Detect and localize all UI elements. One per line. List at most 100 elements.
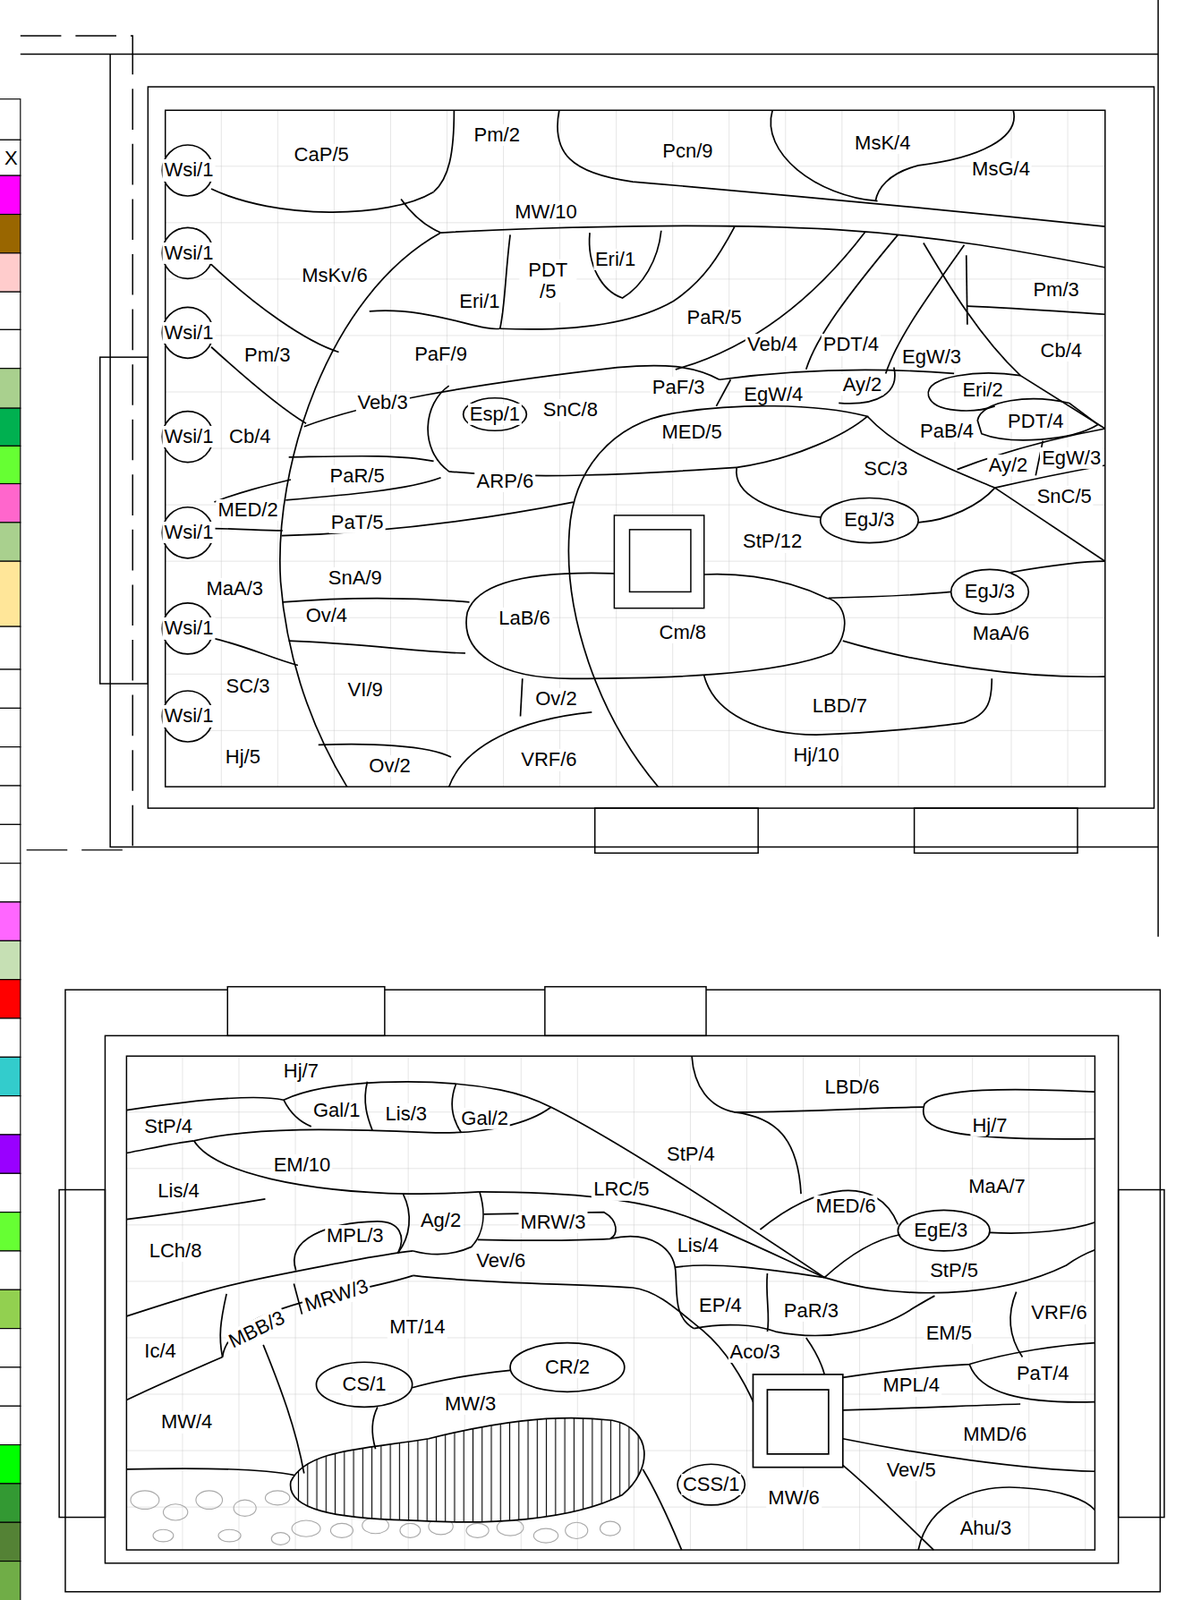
region-label: MaA/6	[971, 622, 1032, 645]
region-label: EM/10	[272, 1154, 333, 1176]
region-outline	[365, 1081, 373, 1132]
region-outline	[704, 675, 993, 735]
region-outline	[759, 1190, 898, 1230]
region-label: PaR/5	[327, 465, 386, 487]
region-outline	[294, 1221, 402, 1271]
region-label: PaR/3	[782, 1300, 841, 1322]
colour-table	[0, 1251, 21, 1290]
colour-table	[0, 1096, 21, 1135]
colour-table	[0, 863, 21, 903]
region-outline	[806, 1337, 826, 1375]
region-label: EgJ/3	[962, 580, 1017, 603]
region-label: CSS/1	[681, 1473, 742, 1496]
region-label: SC/3	[861, 458, 910, 480]
region-label: Eri/1	[593, 248, 638, 271]
region-outline	[126, 1141, 194, 1154]
region-outline	[222, 1275, 414, 1357]
region-outline	[372, 1406, 378, 1449]
colour-table	[0, 175, 21, 214]
region-outline	[719, 370, 954, 381]
region-outline	[291, 1520, 321, 1537]
region-label: Hj/5	[223, 746, 263, 768]
region-outline	[843, 640, 1106, 677]
region-label: Ov/4	[304, 604, 350, 626]
colour-table	[0, 1134, 21, 1174]
colour-table	[0, 484, 21, 523]
region-outline	[161, 110, 1106, 787]
region-label: Pm/2	[472, 123, 522, 145]
region-label: MsK/4	[852, 132, 912, 154]
colour-table	[0, 1522, 21, 1561]
region-label: MW/10	[512, 201, 580, 223]
region-label: MED/6	[814, 1195, 878, 1218]
region-outline	[923, 1090, 1096, 1140]
region-label: MED/2	[215, 499, 280, 521]
tank-frame	[629, 529, 690, 593]
region-outline	[412, 1370, 511, 1388]
region-label: VRF/6	[519, 749, 579, 771]
colour-table	[0, 291, 21, 330]
region-outline	[477, 1212, 616, 1242]
region-outline	[989, 1222, 1095, 1234]
region-outline	[824, 1235, 900, 1278]
region-label: MW/6	[766, 1487, 821, 1509]
region-label: MW/3	[442, 1393, 498, 1415]
region-label: ARP/6	[475, 470, 537, 493]
region-label: MPL/3	[324, 1225, 386, 1247]
region-outline	[369, 310, 501, 329]
region-outline	[126, 1097, 284, 1110]
region-label: Hj/7	[970, 1115, 1009, 1137]
region-outline	[533, 1528, 558, 1543]
region-label: Ahu/3	[958, 1517, 1014, 1540]
region-outline	[233, 1499, 256, 1517]
region-outline	[315, 1362, 412, 1407]
region-outline	[557, 110, 1106, 227]
colour-table	[0, 1018, 21, 1057]
colour-table	[0, 561, 21, 627]
region-outline	[770, 110, 878, 201]
region-outline	[766, 1389, 828, 1455]
region-label: Wsi/1	[161, 159, 215, 181]
region-label: PDT /5	[519, 258, 577, 302]
region-label: StP/5	[928, 1259, 980, 1281]
region-outline	[820, 498, 919, 544]
region-label: MRW/3	[300, 1275, 374, 1318]
tank-frame	[147, 86, 1154, 809]
region-outline	[928, 373, 1021, 411]
region-outline	[449, 712, 593, 787]
colour-table	[0, 626, 21, 670]
colour-table	[0, 139, 21, 176]
region-outline	[642, 1469, 682, 1551]
region-label: SnA/9	[326, 567, 384, 589]
colour-table	[0, 368, 21, 409]
region-label: Lis/4	[675, 1235, 721, 1257]
region-label: MED/5	[659, 421, 724, 443]
region-outline	[463, 398, 528, 431]
tank-frame	[545, 987, 707, 1037]
region-outline	[210, 638, 299, 666]
region-label: StP/4	[142, 1115, 195, 1138]
region-label: Eri/2	[960, 378, 1005, 401]
region-label: Pm/3	[1030, 279, 1081, 301]
region-outline	[162, 1504, 188, 1521]
tank-frame	[165, 110, 1106, 787]
region-label: Ic/4	[142, 1340, 178, 1363]
region-label: Lis/3	[383, 1103, 429, 1125]
region-outline	[271, 1533, 290, 1546]
region-label: Cb/4	[227, 425, 273, 448]
region-outline	[280, 232, 442, 787]
region-label: Veb/3	[355, 391, 409, 414]
colour-table	[0, 1289, 21, 1329]
colour-table	[0, 1483, 21, 1523]
region-outline	[693, 1295, 935, 1336]
tank-frame	[613, 515, 704, 609]
region-label: EgW/3	[1039, 447, 1103, 469]
region-outline	[466, 1523, 489, 1538]
region-label: SC/3	[224, 675, 273, 698]
region-outline	[427, 385, 737, 476]
colour-table	[0, 785, 21, 825]
region-label: StP/12	[741, 530, 804, 553]
region-label: EgW/3	[900, 346, 963, 368]
region-outline	[126, 1468, 296, 1476]
